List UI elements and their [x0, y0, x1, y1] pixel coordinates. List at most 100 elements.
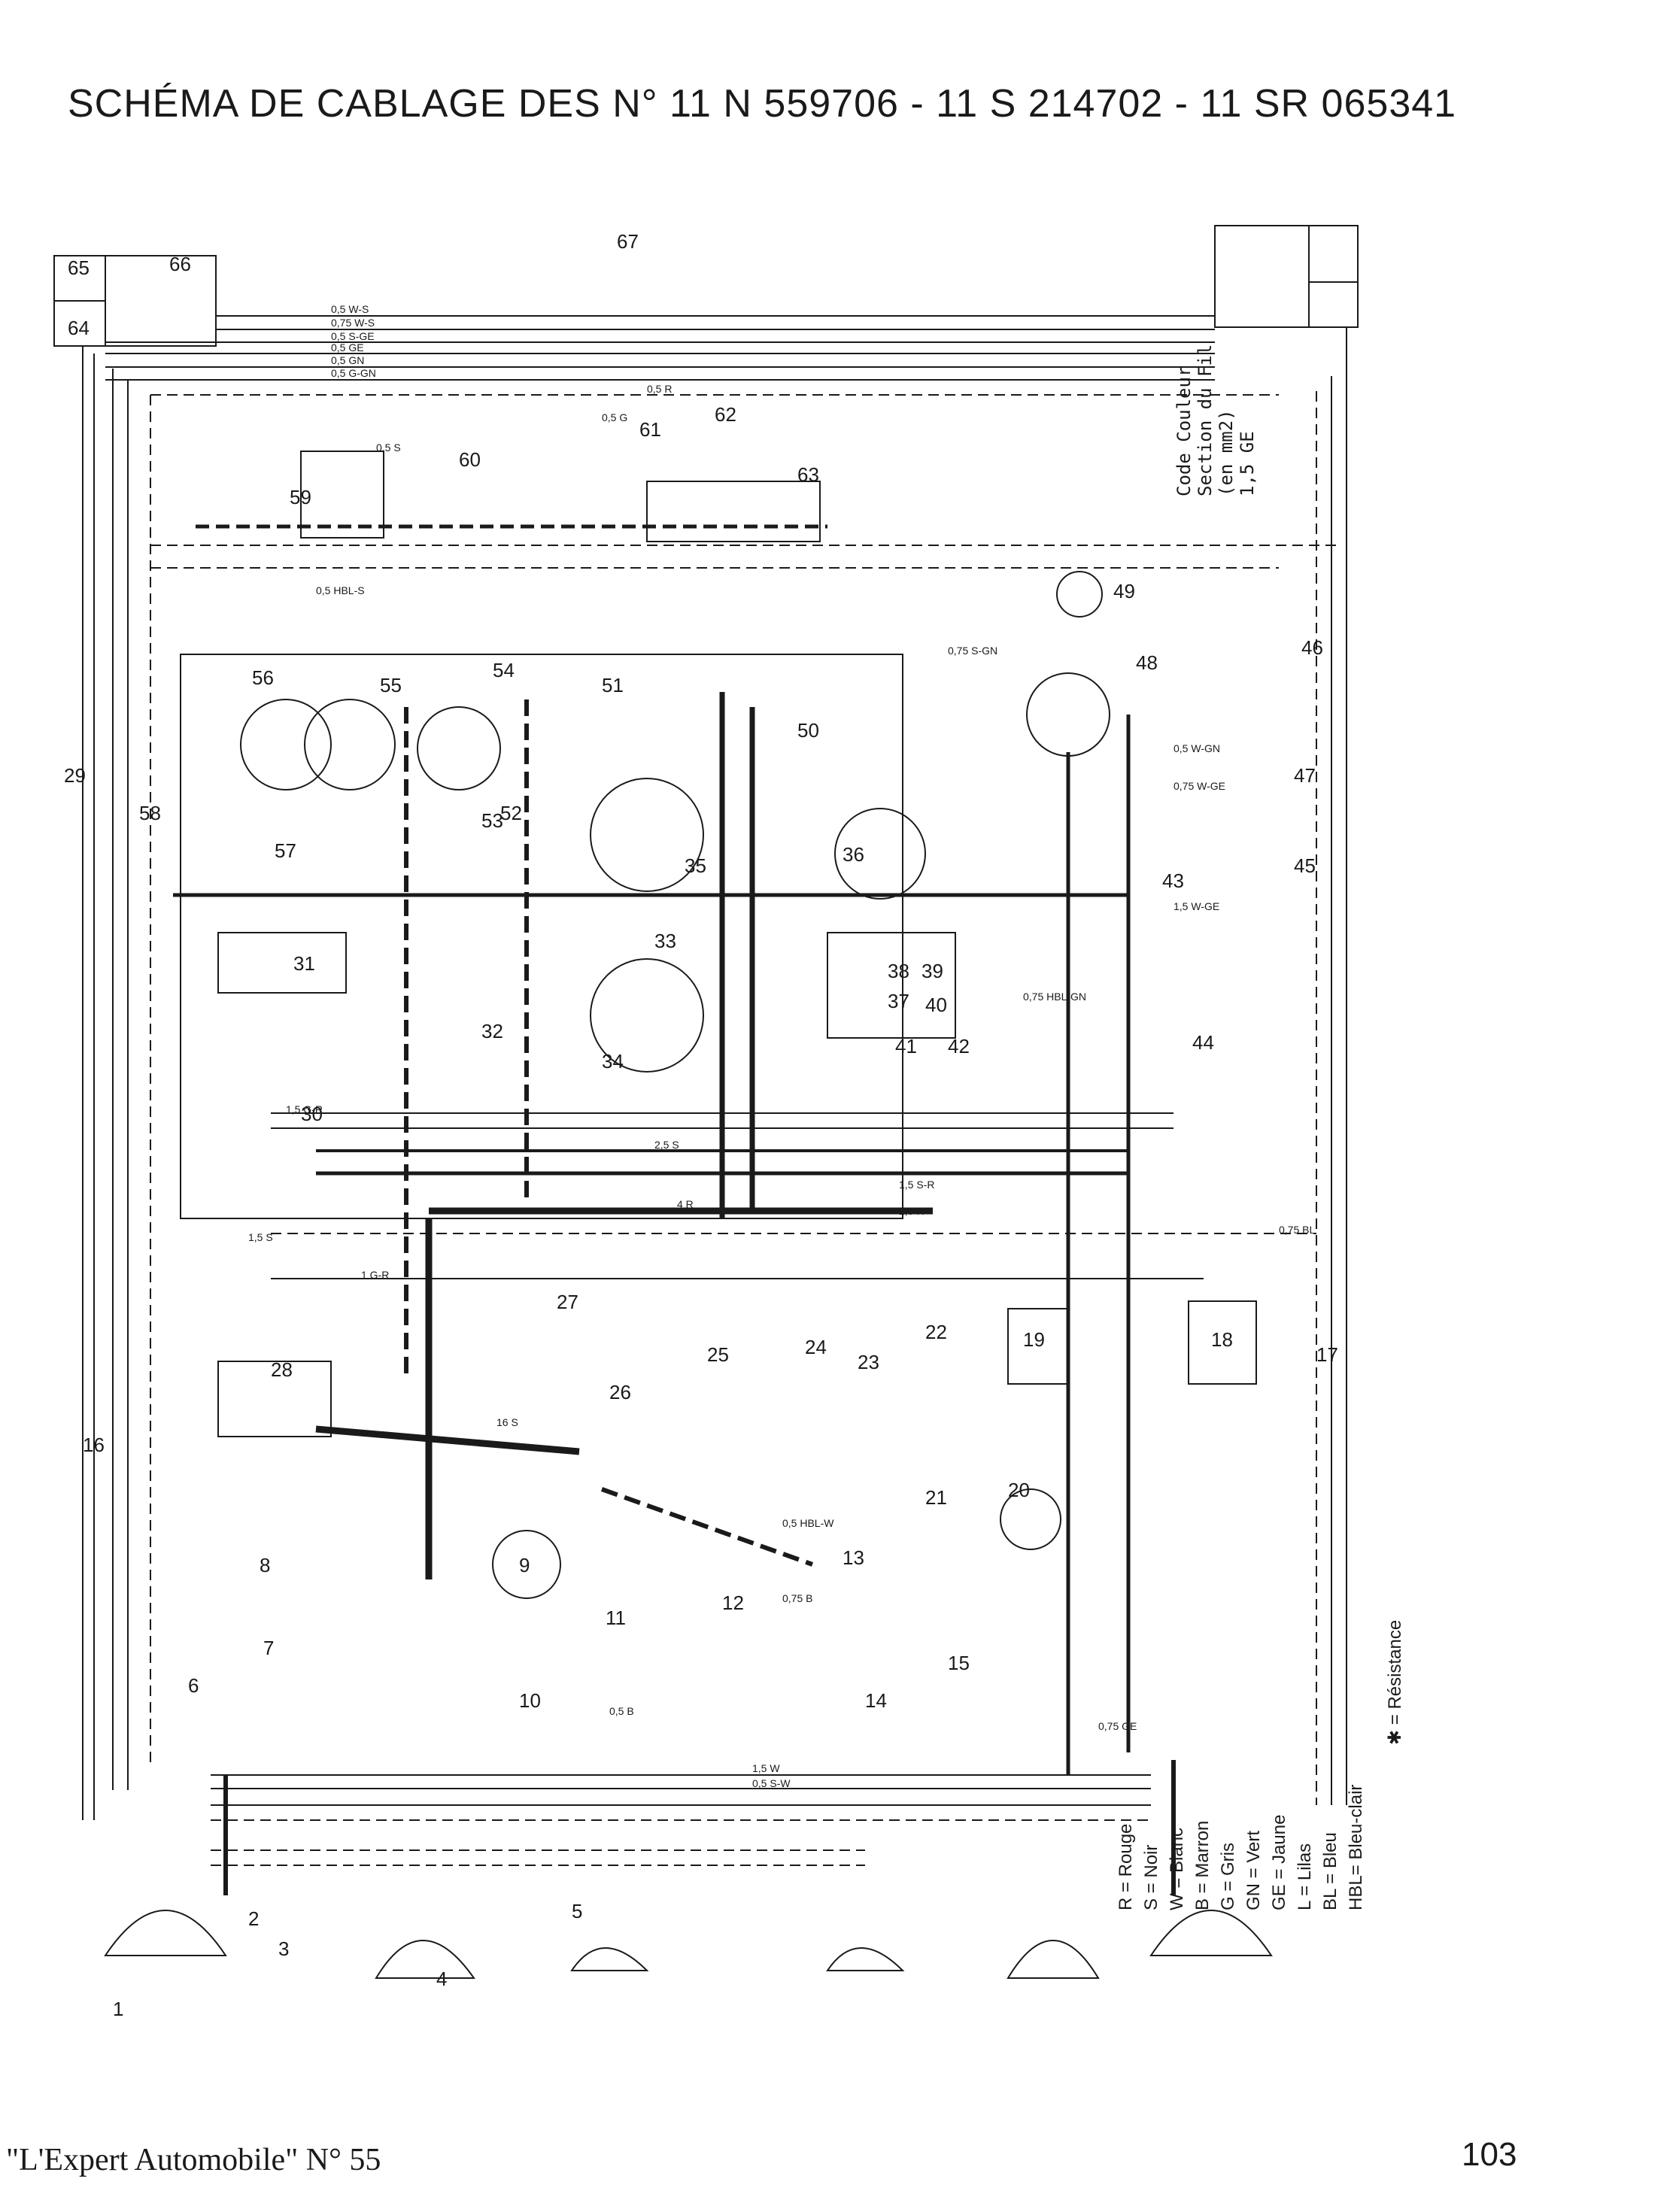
component-number-6: 6 [188, 1674, 199, 1697]
component-number-67: 67 [617, 230, 639, 253]
instrument-55 [304, 699, 396, 790]
component-number-7: 7 [263, 1637, 274, 1659]
wire-label: 0,75 BL [1279, 1224, 1315, 1236]
resistance-note: ✱ = Résistance [1385, 1619, 1405, 1745]
fog-lamp-right [1007, 1940, 1100, 1979]
speedometer [590, 958, 704, 1073]
component-number-48: 48 [1136, 651, 1158, 674]
component-number-27: 27 [557, 1291, 578, 1313]
component-number-55: 55 [380, 674, 402, 696]
front-right-lamp-box [1214, 225, 1359, 328]
component-number-31: 31 [293, 952, 315, 975]
wire-label: 0,5 G-GN [331, 367, 376, 379]
distributor-20 [1000, 1488, 1061, 1550]
legend-code-couleur: Code Couleur [1174, 366, 1195, 496]
fog-lamp-left [375, 1940, 475, 1979]
wire-label: 0,5 GE [331, 341, 364, 353]
component-number-23: 23 [858, 1351, 879, 1373]
component-number-26: 26 [609, 1381, 631, 1403]
component-number-32: 32 [481, 1020, 503, 1042]
wire-label: 0,75 HBL-GN [1023, 991, 1086, 1003]
wire-label: 0,75 W-GE [1174, 780, 1225, 792]
wire-label: 1,5 S [248, 1231, 273, 1243]
component-number-64: 64 [68, 317, 90, 339]
wire-label: 0,75 S-GN [948, 645, 997, 657]
component-number-33: 33 [654, 930, 676, 952]
wire-label: 0,5 W-GN [1174, 742, 1220, 754]
component-number-59: 59 [290, 486, 311, 508]
wire-label: 16 S [496, 1416, 518, 1428]
color-code-row: W = Blanc [1167, 1827, 1187, 1910]
component-number-10: 10 [519, 1689, 541, 1712]
component-number-45: 45 [1294, 854, 1316, 877]
component-number-57: 57 [275, 839, 296, 862]
color-code-row: GN = Vert [1243, 1830, 1264, 1910]
horn-right [826, 1947, 905, 1971]
component-number-39: 39 [921, 960, 943, 982]
wire-label: 1,5 S-R [899, 1179, 934, 1191]
component-number-42: 42 [948, 1035, 970, 1057]
component-number-30: 30 [301, 1103, 323, 1125]
component-number-62: 62 [715, 403, 736, 426]
battery [217, 1361, 332, 1437]
component-number-49: 49 [1113, 580, 1135, 602]
component-number-43: 43 [1162, 869, 1184, 892]
fuse-box [217, 932, 347, 994]
page-title: SCHÉMA DE CABLAGE DES N° 11 N 559706 - 1… [68, 82, 1457, 126]
component-number-25: 25 [707, 1343, 729, 1366]
horn-left [570, 1947, 649, 1971]
legend-sample: 1,5 GE [1237, 431, 1258, 496]
wire-label: 0,75 GE [1098, 1720, 1137, 1732]
wire-code-legend: Code Couleur Section du Fil (en mm2) 1,5… [1174, 344, 1258, 496]
component-number-36: 36 [843, 843, 864, 866]
component-number-54: 54 [493, 659, 515, 681]
footer-source: "L'Expert Automobile" N° 55 [6, 2143, 381, 2177]
component-number-28: 28 [271, 1358, 293, 1381]
color-code-row: BL = Bleu [1320, 1832, 1340, 1910]
component-number-24: 24 [805, 1336, 827, 1358]
component-number-40: 40 [925, 994, 947, 1016]
color-code-row: R = Rouge [1116, 1823, 1136, 1910]
component-number-3: 3 [278, 1937, 289, 1960]
component-number-60: 60 [459, 448, 481, 471]
color-code-row: HBL= Bleu-clair [1346, 1784, 1366, 1910]
component-number-38: 38 [888, 960, 909, 982]
wire-label: 4 R [677, 1198, 694, 1210]
component-number-58: 58 [139, 802, 161, 824]
flasher-unit [1188, 1300, 1257, 1385]
component-number-52: 52 [500, 802, 522, 824]
instrument-54 [417, 706, 501, 790]
component-number-34: 34 [602, 1050, 624, 1073]
component-number-61: 61 [639, 418, 661, 441]
component-number-66: 66 [169, 253, 191, 275]
legend-unit: (en mm2) [1216, 409, 1237, 496]
component-number-19: 19 [1023, 1328, 1045, 1351]
wire-label: 0,5 R [647, 383, 672, 395]
component-number-63: 63 [797, 463, 819, 486]
component-number-29: 29 [64, 764, 86, 787]
component-number-8: 8 [260, 1554, 270, 1576]
wire-label: 0,5 HBL-S [316, 584, 365, 596]
component-number-13: 13 [843, 1546, 864, 1569]
wire-label: 2,5 S [654, 1139, 679, 1151]
fuel-tank [646, 481, 821, 542]
wire-label: 0,5 G [602, 411, 627, 423]
wire-label: 0,5 B [609, 1705, 634, 1717]
wire-label: 0,5 W-S [331, 303, 369, 315]
component-number-37: 37 [888, 990, 909, 1012]
wire-label: 0,75 W-S [331, 317, 375, 329]
component-number-15: 15 [948, 1652, 970, 1674]
color-code-row: GE = Jaune [1269, 1814, 1289, 1910]
component-number-12: 12 [722, 1591, 744, 1614]
component-number-17: 17 [1316, 1343, 1338, 1366]
color-code-row: L = Lilas [1295, 1843, 1315, 1910]
component-number-14: 14 [865, 1689, 887, 1712]
component-number-4: 4 [436, 1968, 447, 1990]
wire-label: 0,5 S [376, 441, 401, 454]
legend-section-fil: Section du Fil [1195, 344, 1216, 496]
component-number-50: 50 [797, 719, 819, 742]
color-code-row: G = Gris [1218, 1842, 1238, 1910]
component-number-16: 16 [83, 1434, 105, 1456]
component-number-46: 46 [1301, 636, 1323, 659]
